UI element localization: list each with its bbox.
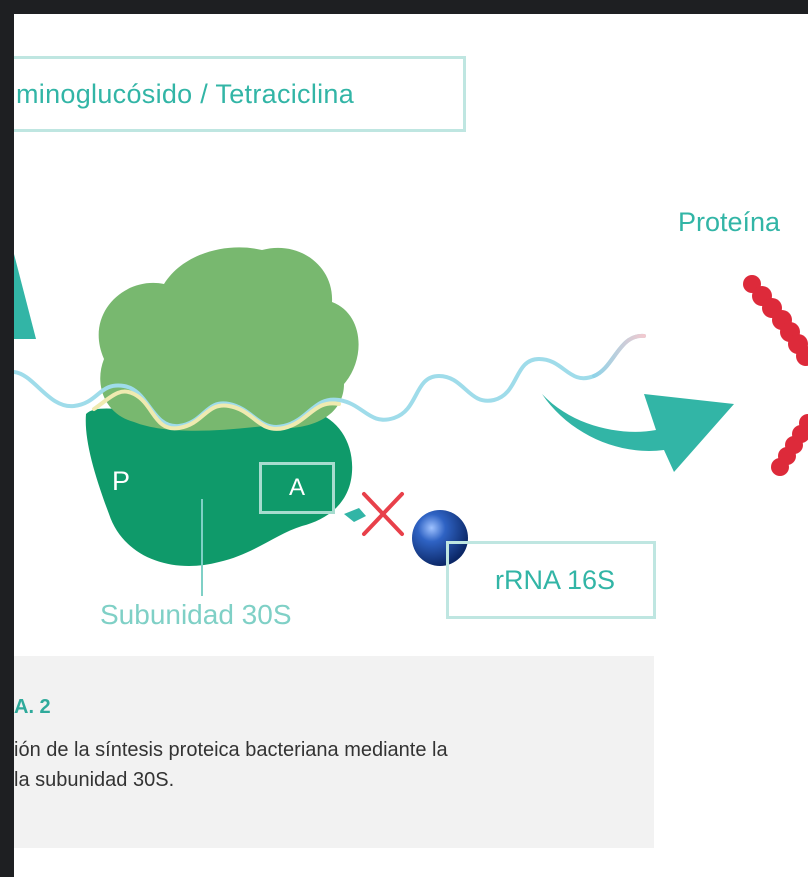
rrna-label-box: rRNA 16S bbox=[446, 541, 656, 619]
subunit-50s-shape bbox=[98, 247, 359, 431]
mrna-inside-ribosome bbox=[92, 389, 341, 431]
diagram-artwork bbox=[14, 247, 808, 596]
caption-text: ión de la síntesis proteica bacteriana m… bbox=[14, 735, 634, 795]
protein-chain-lower bbox=[771, 414, 808, 476]
figure-caption: A. 2 ión de la síntesis proteica bacteri… bbox=[14, 656, 654, 848]
caption-line: la subunidad 30S. bbox=[14, 769, 175, 791]
antibiotic-sphere bbox=[412, 510, 468, 566]
a-site-label: A bbox=[288, 474, 305, 501]
a-site-box: A bbox=[259, 462, 335, 514]
caption-figure-label: A. 2 bbox=[14, 696, 51, 718]
mrna-strand bbox=[14, 334, 646, 429]
left-triangle-shape bbox=[14, 254, 36, 339]
inhibition-x-icon bbox=[362, 492, 404, 536]
translation-arrow bbox=[542, 394, 734, 472]
subunit-30s-label: Subunidad 30S bbox=[100, 599, 292, 630]
antibiotic-label-box: minoglucósido / Tetraciclina bbox=[14, 56, 466, 132]
caption-line: ión de la síntesis proteica bacteriana m… bbox=[14, 739, 448, 761]
diagram-canvas: minoglucósido / Tetraciclina Proteína P … bbox=[14, 14, 808, 877]
rrna-label: rRNA 16S bbox=[494, 564, 616, 595]
trna-blocked-arrow bbox=[344, 508, 366, 522]
protein-label: Proteína bbox=[678, 207, 781, 237]
subunit-30s-shape bbox=[85, 408, 353, 566]
antibiotic-label: minoglucósido / Tetraciclina bbox=[16, 78, 355, 109]
p-site-label: P bbox=[112, 466, 131, 496]
mrna-tail bbox=[592, 334, 646, 378]
protein-chain-upper bbox=[743, 275, 808, 366]
